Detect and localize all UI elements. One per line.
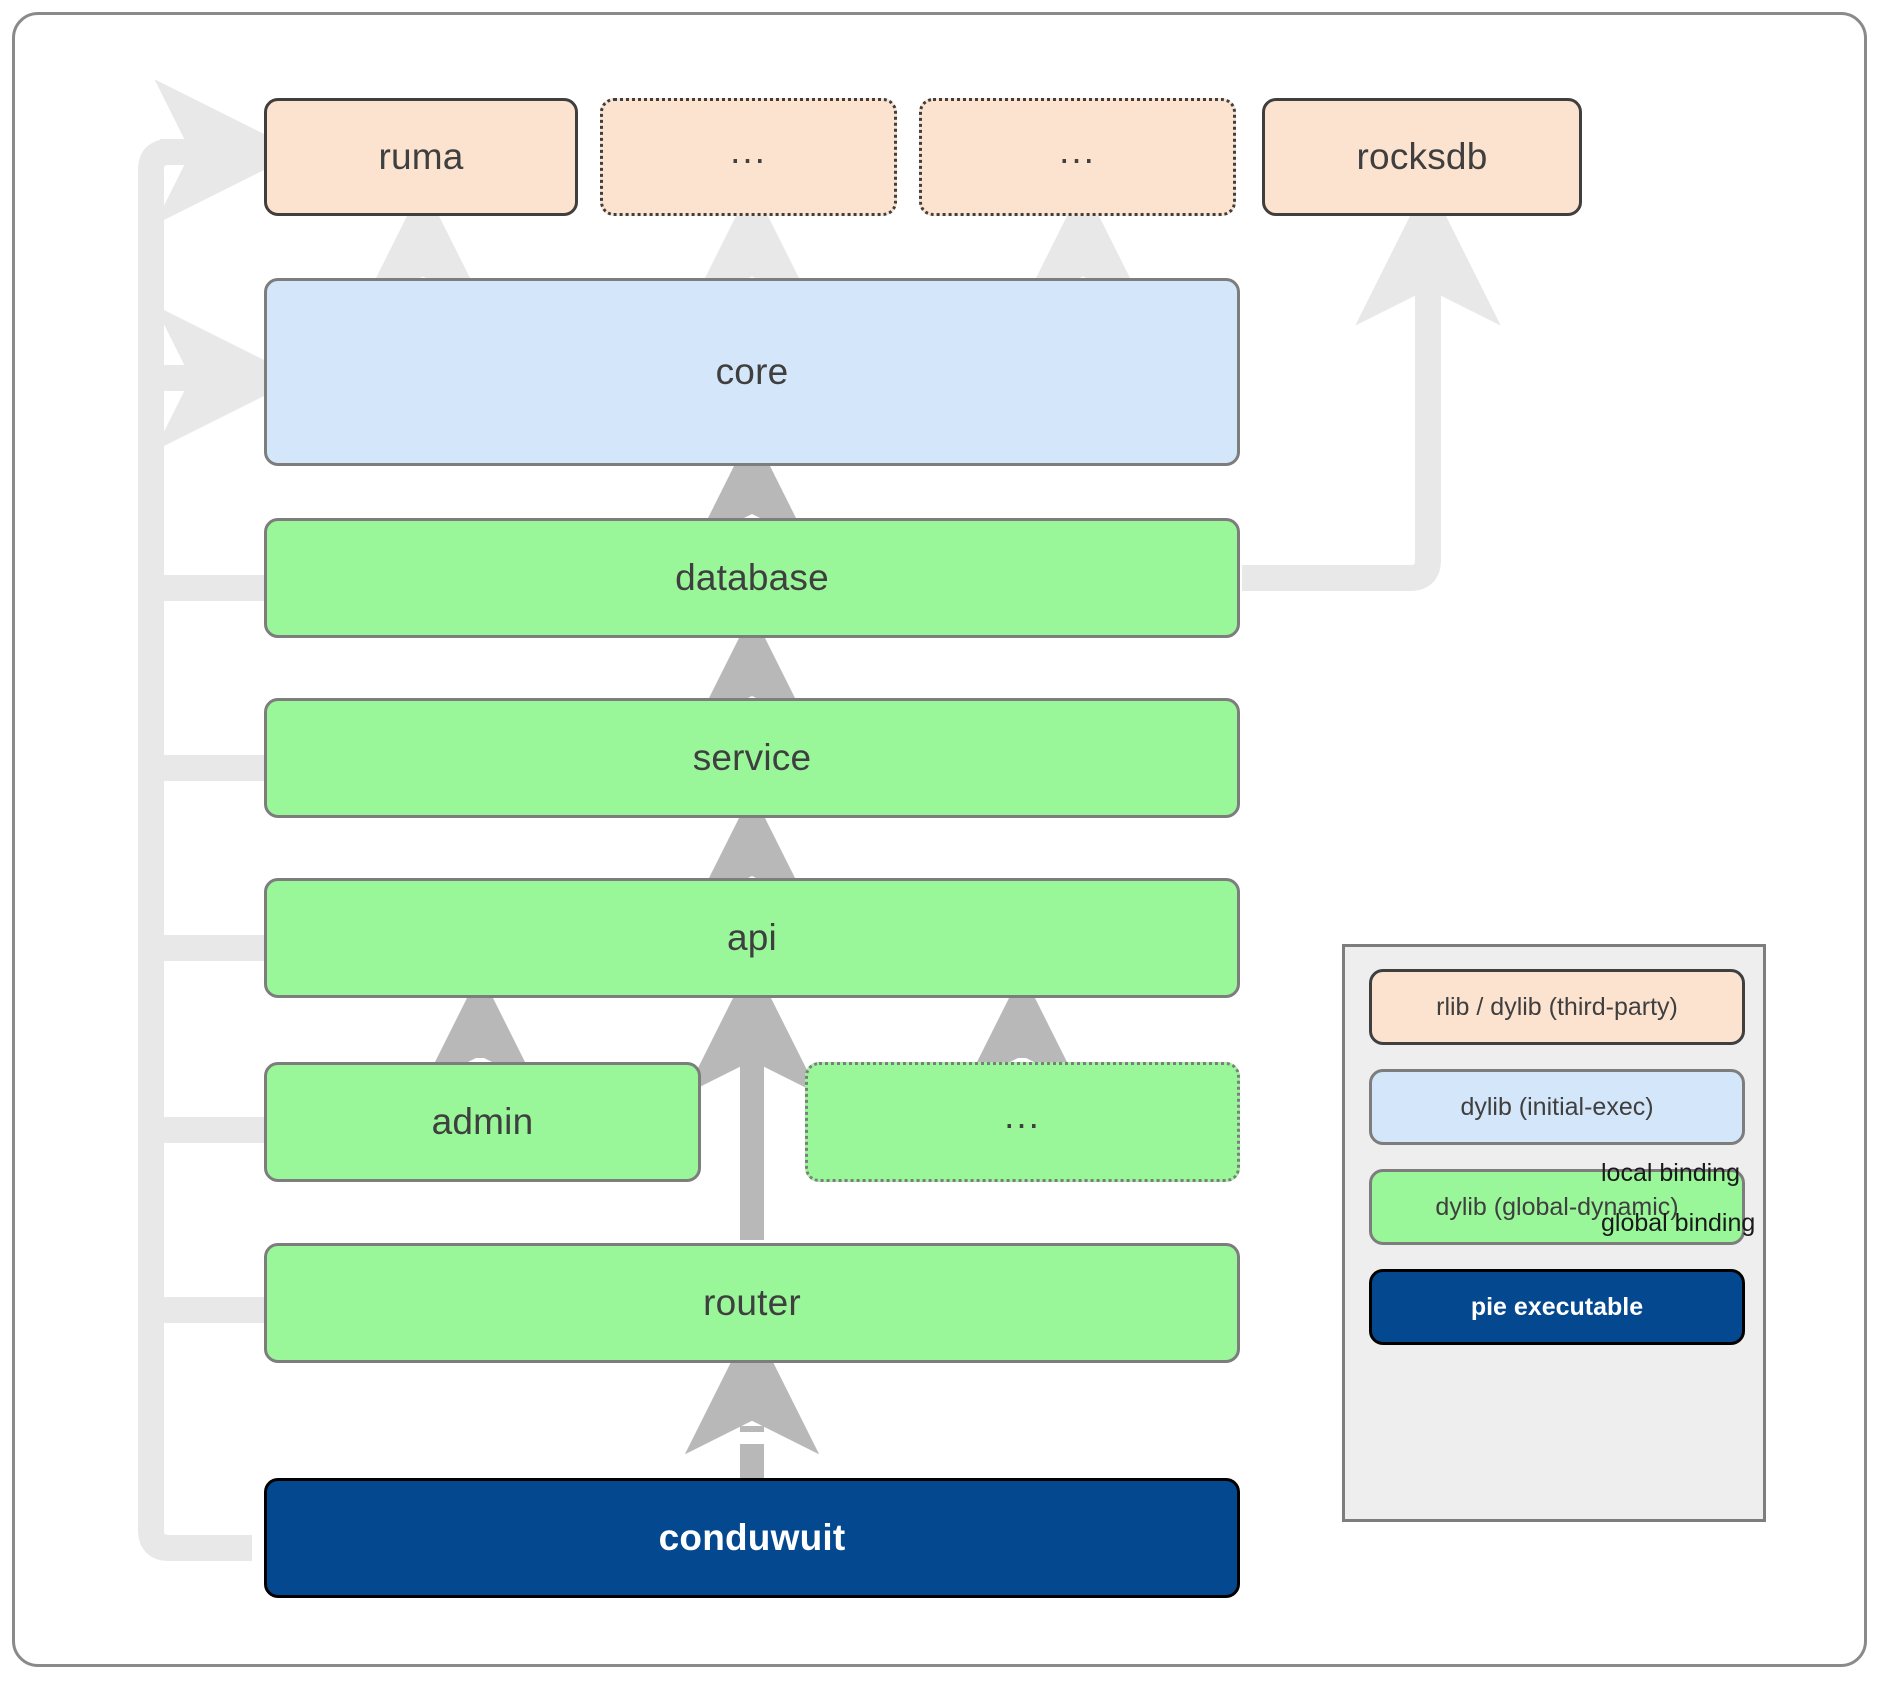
node-api-label: api: [727, 917, 777, 958]
node-core[interactable]: core: [264, 278, 1240, 466]
node-database-label: database: [675, 557, 829, 598]
node-ruma[interactable]: ruma: [264, 98, 578, 216]
node-service[interactable]: service: [264, 698, 1240, 818]
node-ruma-label: ruma: [378, 136, 464, 177]
node-rocksdb[interactable]: rocksdb: [1262, 98, 1582, 216]
legend-item-initial-exec[interactable]: dylib (initial-exec): [1369, 1069, 1745, 1145]
node-admin[interactable]: admin: [264, 1062, 701, 1182]
legend-item-initial-exec-label: dylib (initial-exec): [1460, 1092, 1654, 1121]
node-top-ellipsis-1-label: ...: [730, 129, 767, 171]
node-top-ellipsis-2[interactable]: ...: [919, 98, 1236, 216]
node-top-ellipsis-2-label: ...: [1059, 129, 1096, 171]
legend-item-global-dynamic[interactable]: dylib (global-dynamic): [1369, 1169, 1745, 1245]
node-mid-ellipsis[interactable]: ...: [805, 1062, 1240, 1182]
node-api[interactable]: api: [264, 878, 1240, 998]
node-rocksdb-label: rocksdb: [1356, 136, 1488, 177]
legend-item-third-party[interactable]: rlib / dylib (third-party): [1369, 969, 1745, 1045]
node-database[interactable]: database: [264, 518, 1240, 638]
node-conduwuit[interactable]: conduwuit: [264, 1478, 1240, 1598]
legend-item-third-party-label: rlib / dylib (third-party): [1436, 992, 1678, 1021]
node-top-ellipsis-1[interactable]: ...: [600, 98, 897, 216]
node-router-label: router: [703, 1282, 801, 1323]
node-admin-label: admin: [431, 1101, 534, 1142]
node-conduwuit-label: conduwuit: [658, 1517, 846, 1558]
node-router[interactable]: router: [264, 1243, 1240, 1363]
node-mid-ellipsis-label: ...: [1004, 1094, 1041, 1136]
legend-label-global-binding: global binding: [1601, 1209, 1756, 1237]
legend-panel: rlib / dylib (third-party) dylib (initia…: [1342, 944, 1766, 1522]
legend-item-pie-executable[interactable]: pie executable: [1369, 1269, 1745, 1345]
node-core-label: core: [715, 351, 789, 392]
legend-item-pie-executable-label: pie executable: [1470, 1292, 1644, 1321]
legend-label-local-binding: local binding: [1601, 1159, 1740, 1187]
legend-item-global-dynamic-label: dylib (global-dynamic): [1435, 1192, 1679, 1221]
node-service-label: service: [692, 737, 812, 778]
